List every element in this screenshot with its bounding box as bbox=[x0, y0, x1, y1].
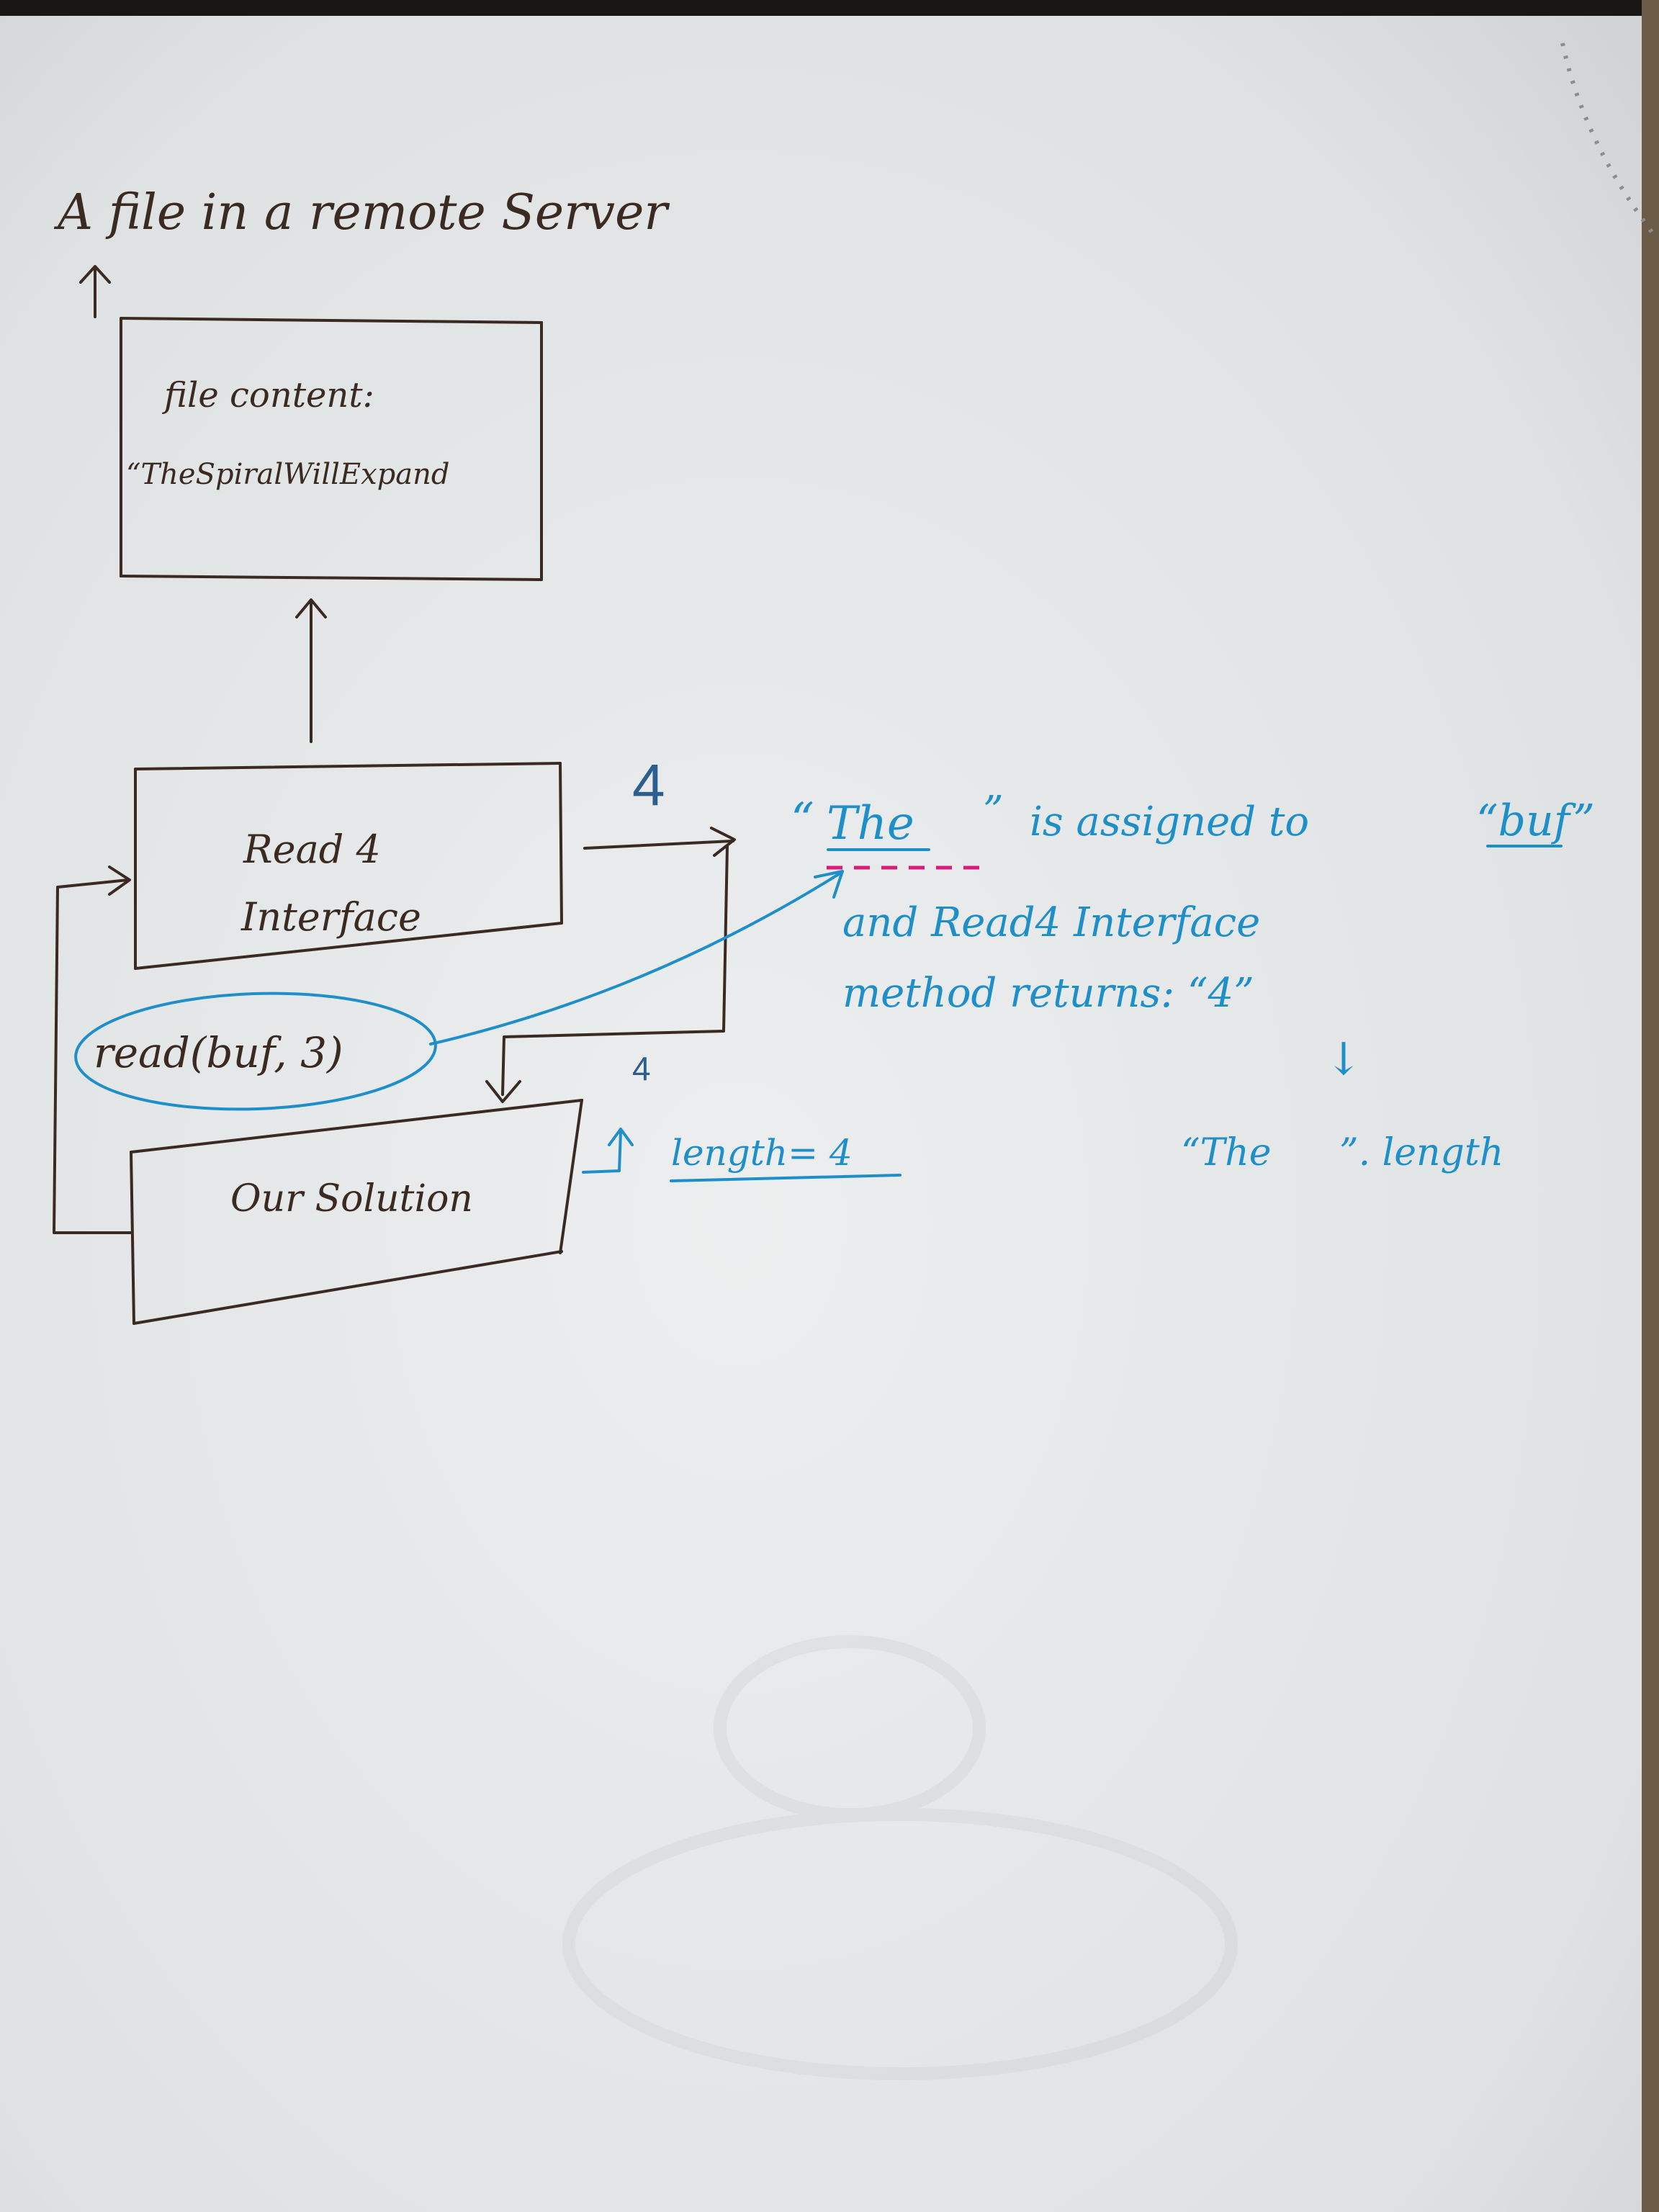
title-text: A file in a remote Server bbox=[53, 184, 670, 241]
file-content-string: “TheSpiralWillExpand bbox=[126, 458, 450, 491]
perforation-edge bbox=[1560, 42, 1658, 239]
arrow-solution-to-read4 bbox=[53, 866, 132, 1234]
explanation-line2: and Read4 Interface bbox=[842, 899, 1260, 946]
faint-emboss bbox=[562, 1635, 1238, 2080]
table-edge bbox=[0, 0, 1659, 16]
read4-label-line1: Read 4 bbox=[243, 827, 381, 872]
explanation-the: The bbox=[827, 797, 914, 850]
read4-interface-box bbox=[134, 762, 563, 970]
length-underline bbox=[670, 1174, 902, 1182]
read4-return-value: 4 bbox=[632, 752, 665, 818]
paper-sheet bbox=[0, 16, 1642, 2212]
explanation-assigned: is assigned to bbox=[1030, 799, 1309, 845]
file-content-label: file content: bbox=[162, 375, 374, 415]
right-edge bbox=[1642, 0, 1659, 2212]
read-call-oval bbox=[74, 992, 437, 1111]
arrow-label-to-solution: 4 bbox=[632, 1050, 651, 1087]
arrow-read-call-to-the bbox=[429, 870, 844, 1046]
length-arrow bbox=[582, 1128, 634, 1174]
explanation-down-arrow: ↓ bbox=[1325, 1033, 1362, 1085]
read4-label-line2: Interface bbox=[240, 894, 421, 940]
explanation-the-length-rest: ”. length bbox=[1339, 1131, 1503, 1174]
arrow-box-to-title bbox=[79, 265, 111, 318]
explanation-line3: method returns: “4” bbox=[842, 970, 1254, 1017]
file-content-box bbox=[120, 317, 543, 581]
explanation-quote-close: ” bbox=[983, 788, 1004, 835]
length-label: length= 4 bbox=[671, 1132, 853, 1174]
explanation-quote-open: “ bbox=[791, 793, 814, 847]
our-solution-label: Our Solution bbox=[230, 1177, 473, 1220]
arrow-read4-to-file bbox=[295, 598, 327, 743]
our-solution-box bbox=[130, 1099, 583, 1325]
read-call-label: read(buf, 3) bbox=[94, 1028, 343, 1077]
explanation-the-length-the: “The bbox=[1181, 1131, 1272, 1174]
explanation-buf: “buf” bbox=[1476, 796, 1595, 846]
